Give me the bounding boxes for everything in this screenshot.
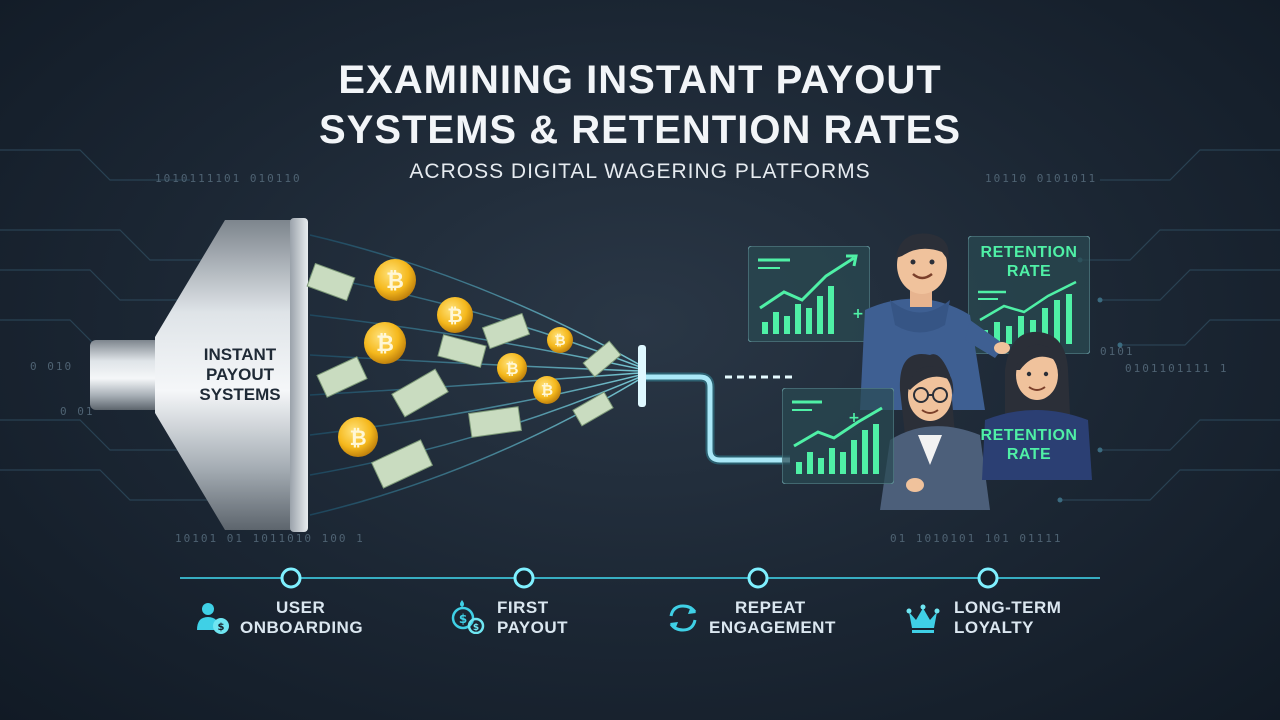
binary-text-mid-left: 0 010: [30, 360, 74, 373]
page-title: EXAMINING INSTANT PAYOUT SYSTEMS & RETEN…: [0, 55, 1280, 155]
funnel-label-line-1: INSTANT: [203, 345, 277, 364]
page-subtitle: ACROSS DIGITAL WAGERING PLATFORMS: [409, 160, 871, 183]
binary-text-top-left: 1010111101 010110: [155, 172, 302, 185]
people-illustration: [860, 233, 1092, 510]
svg-text:₿: ₿: [349, 426, 366, 450]
title-line-1: EXAMINING INSTANT PAYOUT: [338, 58, 942, 102]
svg-text:₿: ₿: [541, 381, 553, 399]
stage-1-line-1: USER: [276, 598, 326, 617]
stage-1-label: USER ONBOARDING: [240, 598, 380, 638]
title-line-2: SYSTEMS & RETENTION RATES: [318, 108, 962, 152]
users-icon: $: [197, 603, 229, 634]
svg-text:+: +: [848, 410, 860, 426]
retention-label-2: RETENTION RATE: [968, 426, 1090, 464]
bitcoin-coins: [338, 259, 573, 457]
stage-1-line-2: ONBOARDING: [240, 618, 364, 637]
svg-text:₿: ₿: [386, 269, 404, 294]
woman-avatar: [982, 331, 1092, 480]
woman-with-glasses-avatar: [880, 354, 990, 510]
svg-text:₿: ₿: [554, 333, 565, 349]
crown-icon: [906, 604, 940, 633]
binary-text-mid-left-2: 0 01: [60, 405, 95, 418]
retention-label-1-line-2: RATE: [1006, 263, 1052, 280]
binary-text-bottom-right: 01 1010101 101 01111: [890, 532, 1063, 545]
binary-text-mid-right: 0101: [1100, 345, 1135, 358]
binary-text-top-right: 10110 0101011: [985, 172, 1098, 185]
retention-label-2-line-1: RETENTION: [980, 427, 1078, 444]
cycle-icon: [669, 604, 697, 632]
retention-label-2-line-2: RATE: [1006, 446, 1052, 463]
growth-chart-panel-2: +: [782, 388, 894, 484]
svg-text:$: $: [218, 622, 225, 633]
funnel-label: INSTANT PAYOUT SYSTEMS: [180, 345, 300, 405]
stage-2-label: FIRST PAYOUT: [497, 598, 597, 638]
stage-4-label: LONG-TERM LOYALTY: [954, 598, 1084, 638]
stage-2-line-2: PAYOUT: [497, 618, 569, 637]
binary-text-mid-right-2: 0101101111 1: [1125, 362, 1229, 375]
svg-text:₿: ₿: [376, 332, 394, 357]
stage-3-line-1: REPEAT: [735, 598, 806, 617]
timeline: [180, 567, 1100, 589]
connector-pipe: [638, 345, 795, 465]
growth-chart-panel-1: +: [748, 246, 870, 342]
svg-text:$: $: [459, 612, 467, 626]
svg-text:₿: ₿: [505, 359, 518, 378]
svg-text:$: $: [473, 623, 479, 633]
funnel-graphic: [90, 218, 308, 532]
retention-label-1: RETENTION RATE: [968, 243, 1090, 281]
retention-label-1-line-1: RETENTION: [980, 244, 1078, 261]
svg-text:+: +: [852, 306, 864, 322]
binary-text-bottom-left: 10101 01 1011010 100 1: [175, 532, 365, 545]
stage-4-line-2: LOYALTY: [954, 618, 1035, 637]
funnel-label-line-2: PAYOUT: [205, 365, 275, 384]
coins-icon: $ $: [451, 600, 485, 634]
stage-3-line-2: ENGAGEMENT: [709, 618, 836, 637]
stage-3-label: REPEAT ENGAGEMENT: [709, 598, 859, 638]
stage-2-line-1: FIRST: [497, 598, 549, 617]
timeline-nodes: [280, 567, 999, 589]
cash-notes: [306, 262, 622, 489]
funnel-label-line-3: SYSTEMS: [199, 385, 281, 404]
payout-stream: ₿ ₿ ₿ ₿ ₿ ₿ ₿: [306, 234, 641, 516]
stage-4-line-1: LONG-TERM: [954, 598, 1062, 617]
svg-text:₿: ₿: [447, 305, 462, 327]
